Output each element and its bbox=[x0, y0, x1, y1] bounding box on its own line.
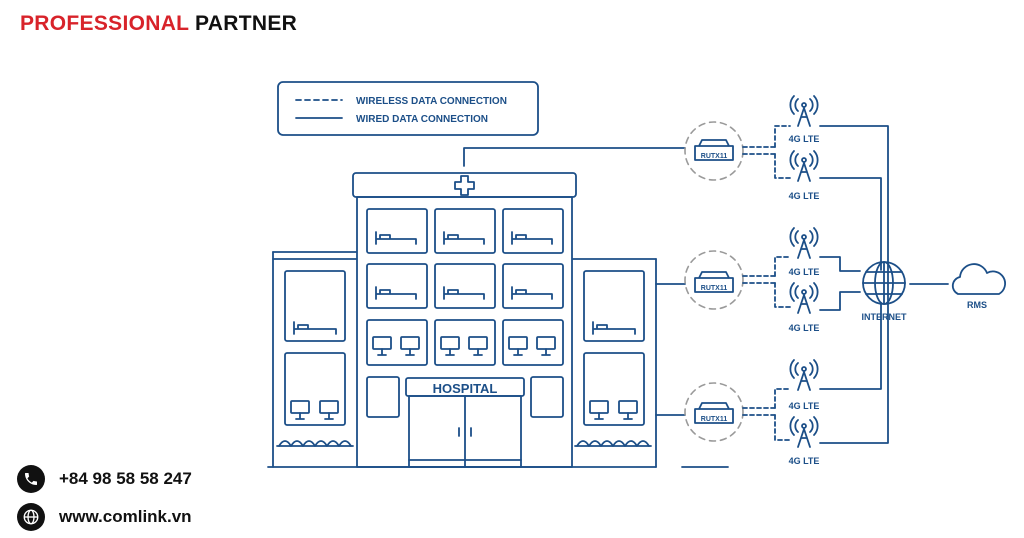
tower-2-label: 4G LTE bbox=[789, 191, 820, 201]
tower-5-label: 4G LTE bbox=[789, 401, 820, 411]
tower-3 bbox=[789, 227, 819, 259]
globe-icon bbox=[862, 261, 906, 305]
hospital-sign: HOSPITAL bbox=[433, 381, 498, 396]
router-3 bbox=[684, 382, 744, 442]
brand-red-text: PROFESSIONAL bbox=[20, 12, 189, 35]
contact-phone: +84 98 58 58 247 bbox=[17, 465, 192, 493]
tower-1-label: 4G LTE bbox=[789, 134, 820, 144]
rms-label: RMS bbox=[967, 300, 987, 310]
tower-6 bbox=[789, 416, 819, 448]
router-1-label: RUTX11 bbox=[701, 153, 728, 160]
router-3-label: RUTX11 bbox=[701, 416, 728, 423]
tower-4 bbox=[789, 282, 819, 314]
tower-1 bbox=[789, 95, 819, 127]
wireless-links bbox=[742, 125, 791, 441]
legend-box bbox=[277, 81, 539, 136]
phone-number: +84 98 58 58 247 bbox=[59, 469, 192, 488]
contact-website: www.comlink.vn bbox=[17, 503, 192, 531]
tower-6-label: 4G LTE bbox=[789, 456, 820, 466]
legend-wired-label: WIRED DATA CONNECTION bbox=[356, 114, 488, 125]
tower-3-label: 4G LTE bbox=[789, 267, 820, 277]
brand-black-text: PARTNER bbox=[195, 12, 298, 35]
brand-title: PROFESSIONAL PARTNER bbox=[20, 12, 297, 36]
cloud-icon bbox=[951, 263, 1006, 295]
legend-wireless-label: WIRELESS DATA CONNECTION bbox=[356, 96, 507, 107]
router-2 bbox=[684, 250, 744, 310]
router-2-label: RUTX11 bbox=[701, 285, 728, 292]
wired-links-internet bbox=[819, 125, 949, 444]
phone-icon bbox=[17, 465, 45, 493]
internet-label: INTERNET bbox=[862, 312, 908, 322]
router-1 bbox=[684, 121, 744, 181]
tower-5 bbox=[789, 359, 819, 391]
hospital-building bbox=[267, 172, 729, 468]
web-globe-icon bbox=[17, 503, 45, 531]
wired-link-router-1 bbox=[463, 147, 686, 167]
tower-4-label: 4G LTE bbox=[789, 323, 820, 333]
tower-2 bbox=[789, 150, 819, 182]
website-link[interactable]: www.comlink.vn bbox=[59, 507, 192, 526]
